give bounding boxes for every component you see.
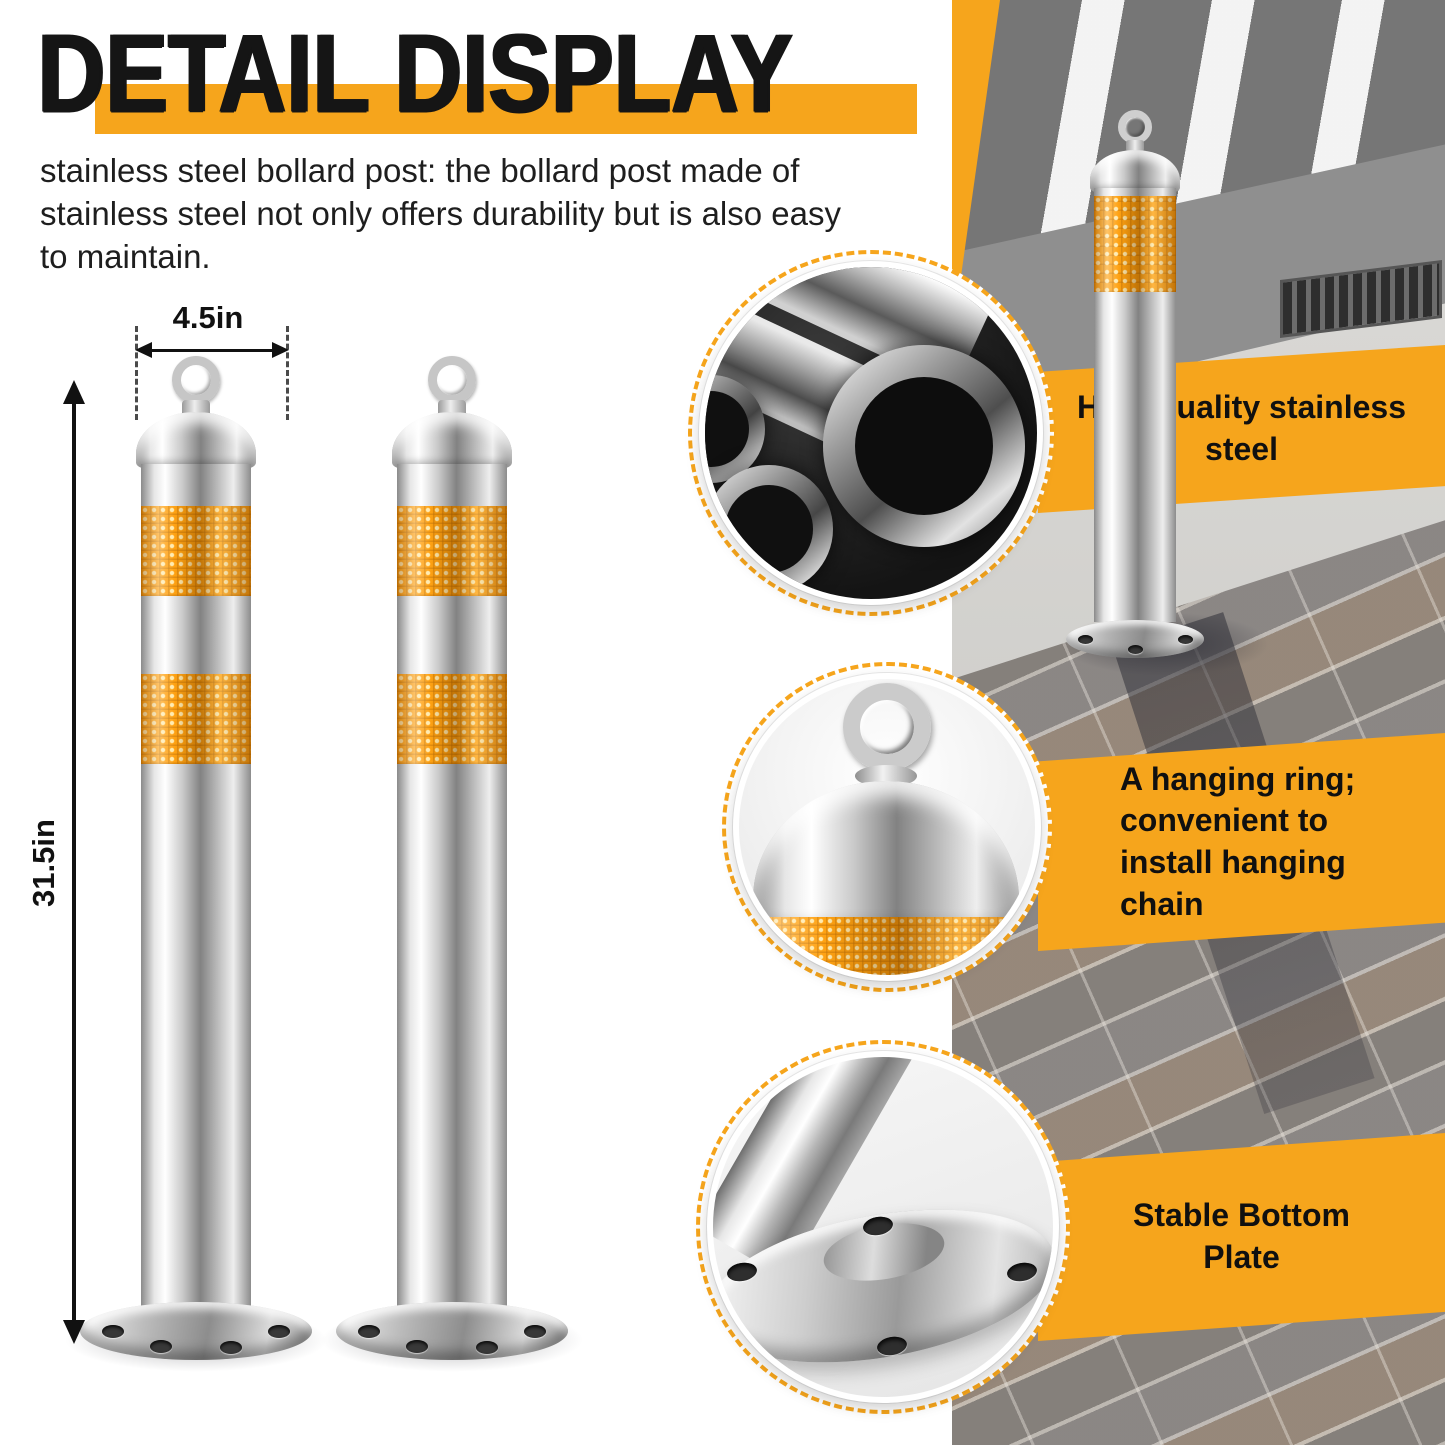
bolt-hole bbox=[406, 1340, 428, 1353]
bolt-hole bbox=[102, 1325, 124, 1338]
callout-bottom-plate-photo bbox=[707, 1051, 1059, 1403]
height-dimension-line bbox=[72, 400, 76, 1322]
reflective-band-lower bbox=[397, 674, 507, 764]
bolt-hole bbox=[358, 1325, 380, 1338]
page-title: DETAIL DISPLAY bbox=[36, 11, 792, 136]
bollard-post bbox=[141, 464, 251, 1316]
width-dimension-dash-left bbox=[135, 326, 138, 420]
steel-pipes-closeup bbox=[705, 267, 1037, 599]
bolt-hole bbox=[476, 1341, 498, 1354]
hanging-ring-icon bbox=[1118, 110, 1152, 144]
product-description: stainless steel bollard post: the bollar… bbox=[40, 152, 841, 275]
pipe-end bbox=[705, 465, 833, 593]
bollard-post bbox=[1094, 188, 1176, 622]
width-dimension-line bbox=[139, 349, 285, 352]
reflective-band bbox=[1094, 196, 1176, 292]
bollard-illustration-1 bbox=[64, 356, 328, 1372]
bolt-hole bbox=[1128, 645, 1143, 654]
bollard-illustration-2 bbox=[320, 356, 584, 1372]
reflective-band-upper bbox=[397, 506, 507, 596]
bolt-hole bbox=[268, 1325, 290, 1338]
hanging-ring-icon bbox=[428, 356, 476, 404]
feature-label-hanging-ring: A hanging ring; convenient to install ha… bbox=[1038, 733, 1445, 951]
height-dimension-label: 31.5in bbox=[26, 819, 61, 907]
reflective-band-upper bbox=[141, 506, 251, 596]
callout-hanging-ring bbox=[722, 662, 1052, 992]
bollard-cap bbox=[136, 412, 256, 468]
callout-stainless-steel-photo bbox=[699, 261, 1043, 605]
bollard-cap bbox=[392, 412, 512, 468]
bollard-cap-closeup bbox=[753, 781, 1019, 931]
hanging-ring-icon bbox=[843, 683, 931, 771]
pipe-end bbox=[823, 345, 1025, 547]
callout-bottom-plate bbox=[696, 1040, 1070, 1414]
bollard-post bbox=[397, 464, 507, 1316]
ring-stem bbox=[1126, 140, 1144, 152]
callout-stainless-steel bbox=[688, 250, 1054, 616]
bolt-hole bbox=[1178, 635, 1193, 644]
reflective-band-lower bbox=[141, 674, 251, 764]
bolt-hole bbox=[150, 1340, 172, 1353]
callout-hanging-ring-photo bbox=[733, 673, 1041, 981]
width-arrow-right-icon bbox=[272, 342, 289, 358]
width-dimension-dash-right bbox=[286, 326, 289, 420]
width-dimension-label: 4.5in bbox=[172, 300, 244, 335]
installed-bollard-photo bbox=[1066, 110, 1204, 658]
bollard-base-plate bbox=[336, 1302, 568, 1360]
bollard-base-plate bbox=[80, 1302, 312, 1360]
pipe-end bbox=[705, 375, 765, 483]
feature-label-bottom-plate: Stable Bottom Plate bbox=[1038, 1133, 1445, 1341]
bollard-base-plate bbox=[1066, 620, 1204, 658]
bollard-cap bbox=[1090, 150, 1180, 192]
width-arrow-left-icon bbox=[135, 342, 152, 358]
reflective-band-closeup bbox=[739, 917, 1035, 975]
height-arrow-down-icon bbox=[63, 1320, 85, 1344]
hanging-ring-icon bbox=[172, 356, 220, 404]
bolt-hole bbox=[220, 1341, 242, 1354]
height-arrow-up-icon bbox=[63, 380, 85, 404]
bolt-hole bbox=[524, 1325, 546, 1338]
bolt-hole bbox=[1078, 635, 1093, 644]
title-highlight-bar bbox=[95, 84, 917, 134]
bottom-plate-closeup bbox=[713, 1057, 1053, 1397]
hanging-ring-closeup bbox=[739, 679, 1035, 975]
